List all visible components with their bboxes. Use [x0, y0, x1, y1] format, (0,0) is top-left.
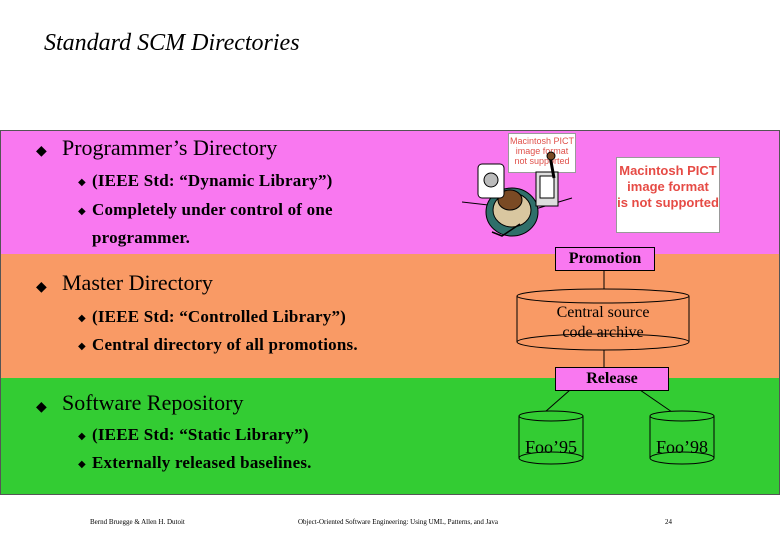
foo98-label: Foo’98	[655, 437, 708, 457]
pict-text: Macintosh PICT	[619, 163, 717, 178]
bullet-text: (IEEE Std: “Static Library”)	[92, 425, 309, 444]
pict-text: Macintosh PICT	[509, 136, 575, 146]
pict-text: image format	[515, 146, 569, 156]
diamond-bullet-icon: ◆	[36, 400, 47, 415]
bullet-text: Central directory of all promotions.	[92, 335, 358, 354]
small-diamond-bullet-icon: ◆	[78, 313, 86, 324]
small-diamond-bullet-icon: ◆	[78, 341, 86, 352]
footer-authors: Bernd Bruegge & Allen H. Dutoit	[90, 518, 185, 526]
pict-text: image format	[627, 179, 709, 194]
diamond-bullet-icon: ◆	[36, 144, 47, 159]
section-heading-repository: Software Repository	[62, 390, 244, 415]
bullet-text: Externally released baselines.	[92, 453, 312, 472]
bullet-text: (IEEE Std: “Controlled Library”)	[92, 307, 347, 326]
bullet-text-continued: programmer.	[92, 228, 191, 247]
section-heading-programmer: Programmer’s Directory	[62, 135, 278, 160]
archive-label-line: Central source	[556, 304, 650, 321]
section-heading-master: Master Directory	[62, 270, 213, 295]
pict-text: not supported	[514, 156, 570, 166]
small-diamond-bullet-icon: ◆	[78, 459, 86, 470]
slide-title: Standard SCM Directories	[44, 30, 300, 56]
bullet-text: (IEEE Std: “Dynamic Library”)	[92, 171, 333, 190]
footer-page-number: 24	[665, 518, 672, 526]
central-archive-label: Central source code archive	[515, 303, 691, 343]
release-label: Release	[555, 367, 669, 391]
archive-label-line: code archive	[562, 324, 644, 341]
programmer-at-computer-icon	[462, 151, 573, 237]
foo98-cylinder	[649, 410, 715, 465]
small-diamond-bullet-icon: ◆	[78, 431, 86, 442]
pict-text: is not supported	[617, 195, 719, 210]
small-diamond-bullet-icon: ◆	[78, 177, 86, 188]
central-archive-cylinder	[516, 288, 690, 351]
foo95-cylinder	[518, 410, 584, 465]
footer-book-title: Object-Oriented Software Engineering: Us…	[298, 518, 499, 526]
small-diamond-bullet-icon: ◆	[78, 206, 86, 217]
pict-placeholder-small: Macintosh PICT image format not supporte…	[508, 133, 576, 173]
diamond-bullet-icon: ◆	[36, 280, 47, 295]
foo95-label: Foo’95	[524, 437, 577, 457]
bullet-text: Completely under control of one	[92, 200, 333, 219]
promotion-label: Promotion	[555, 247, 655, 271]
pict-placeholder-large: Macintosh PICT image format is not suppo…	[616, 157, 720, 233]
